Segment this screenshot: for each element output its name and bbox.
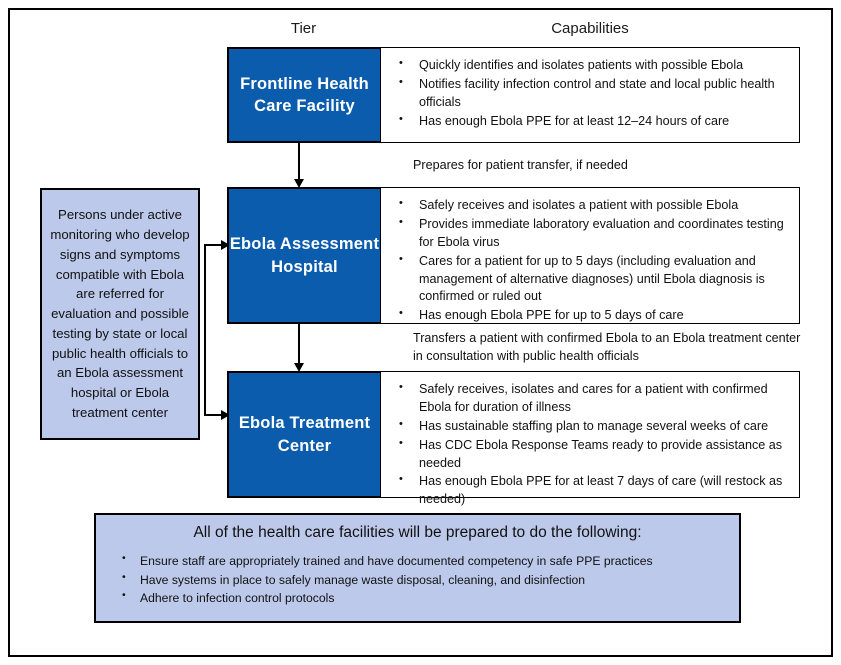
capability-item: Has enough Ebola PPE for at least 12–24 …	[389, 112, 789, 131]
capability-item: Cares for a patient for up to 5 days (in…	[389, 252, 789, 307]
capability-item: Has CDC Ebola Response Teams ready to pr…	[389, 436, 789, 473]
capability-item: Has sustainable staffing plan to manage …	[389, 417, 789, 436]
tier-box-ebola-assessment-hospital: Ebola Assessment Hospital	[227, 187, 382, 324]
capabilities-box-tier-2: Safely receives and isolates a patient w…	[380, 187, 800, 324]
column-header-capabilities: Capabilities	[551, 20, 629, 37]
capability-item: Has enough Ebola PPE for up to 5 days of…	[389, 306, 789, 325]
summary-list: Ensure staff are appropriately trained a…	[110, 551, 725, 608]
left-connector-stem	[204, 244, 206, 416]
persons-under-monitoring-text: Persons under active monitoring who deve…	[50, 207, 190, 421]
arrow-tier-1-to-tier-2	[294, 143, 304, 188]
tier-box-ebola-treatment-center: Ebola Treatment Center	[227, 371, 382, 498]
connector-label-transfers-patient: Transfers a patient with confirmed Ebola…	[413, 331, 801, 363]
arrow-sidebar-to-tier-2	[205, 240, 230, 250]
capability-item: Provides immediate laboratory evaluation…	[389, 215, 789, 252]
summary-title: All of the health care facilities will b…	[193, 524, 642, 541]
summary-item: Ensure staff are appropriately trained a…	[110, 551, 725, 571]
capability-item: Safely receives, isolates and cares for …	[389, 380, 789, 417]
capability-item: Safely receives and isolates a patient w…	[389, 196, 789, 215]
summary-item: Have systems in place to safely manage w…	[110, 570, 725, 590]
arrow-sidebar-to-tier-3	[205, 410, 230, 420]
persons-under-monitoring-box: Persons under active monitoring who deve…	[40, 188, 200, 440]
capabilities-list-tier-1: Quickly identifies and isolates patients…	[389, 56, 789, 131]
capabilities-list-tier-2: Safely receives and isolates a patient w…	[389, 196, 789, 325]
column-header-tier: Tier	[290, 20, 317, 37]
connector-label-prepares-for-transfer: Prepares for patient transfer, if needed	[413, 158, 628, 172]
capabilities-list-tier-3: Safely receives, isolates and cares for …	[389, 380, 789, 509]
tier-box-frontline-health-care-facility: Frontline Health Care Facility	[227, 47, 382, 143]
summary-box: All of the health care facilities will b…	[94, 513, 741, 623]
capabilities-box-tier-3: Safely receives, isolates and cares for …	[380, 371, 800, 506]
summary-item: Adhere to infection control protocols	[110, 588, 725, 608]
capabilities-box-tier-1: Quickly identifies and isolates patients…	[380, 47, 800, 143]
capability-item: Quickly identifies and isolates patients…	[389, 56, 789, 75]
capability-item: Has enough Ebola PPE for at least 7 days…	[389, 472, 789, 509]
arrow-tier-2-to-tier-3	[294, 324, 304, 372]
capability-item: Notifies facility infection control and …	[389, 75, 789, 112]
